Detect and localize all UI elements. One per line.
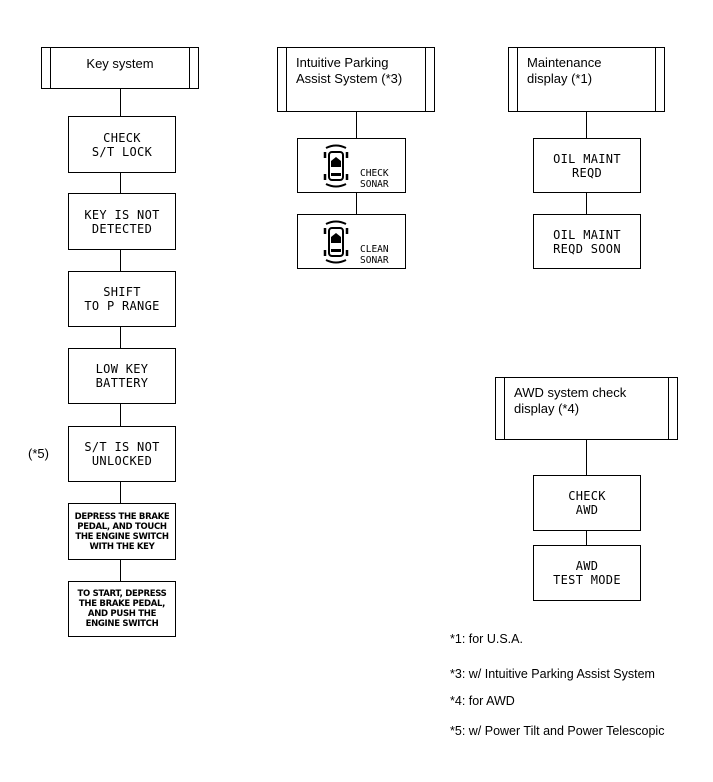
message-text: CHECK AWD [568, 489, 606, 517]
message-st-not-unlocked: S/T IS NOT UNLOCKED [68, 426, 176, 482]
message-text: SHIFT TO P RANGE [84, 285, 160, 313]
message-check-awd: CHECK AWD [533, 475, 641, 531]
message-text: KEY IS NOT DETECTED [84, 207, 160, 236]
footnote: *3: w/ Intuitive Parking Assist System [450, 667, 655, 681]
connector-line [120, 404, 121, 426]
connector-line [586, 440, 587, 475]
maintenance-header-label: Maintenance display (*1) [527, 55, 602, 86]
maintenance-header: Maintenance display (*1) [508, 47, 665, 112]
message-text: S/T IS NOT UNLOCKED [84, 440, 160, 468]
connector-line [120, 89, 121, 116]
connector-line [356, 193, 357, 214]
message-key-not-detected: KEY IS NOT DETECTED [68, 193, 176, 250]
message-low-key-battery: LOW KEY BATTERY [68, 348, 176, 404]
power-tilt-note: (*5) [28, 446, 49, 461]
parking-assist-header-label: Intuitive Parking Assist System (*3) [296, 55, 403, 86]
awd-header-label: AWD system check display (*4) [514, 385, 627, 416]
message-text: CHECK S/T LOCK [91, 130, 153, 159]
message-text: OIL MAINT REQD SOON [553, 227, 621, 256]
message-oil-maint-reqd-soon: OIL MAINT REQD SOON [533, 214, 641, 269]
key-system-header: Key system [41, 47, 199, 89]
message-check-st-lock: CHECK S/T LOCK [68, 116, 176, 173]
message-text: LOW KEY BATTERY [95, 362, 149, 390]
message-text: CLEAN SONAR [360, 244, 389, 266]
message-oil-maint-reqd: OIL MAINT REQD [533, 138, 641, 193]
key-system-header-label: Key system [86, 56, 154, 71]
message-text: DEPRESS THE BRAKE PEDAL, AND TOUCH THE E… [74, 511, 170, 552]
footnote: *1: for U.S.A. [450, 632, 523, 646]
message-text: CHECK SONAR [360, 168, 389, 190]
message-to-start: TO START, DEPRESS THE BRAKE PEDAL, AND P… [68, 581, 176, 637]
message-check-sonar: CHECK SONAR [297, 138, 406, 193]
message-text: AWD TEST MODE [553, 559, 621, 587]
message-text: OIL MAINT REQD [553, 151, 621, 180]
connector-line [120, 173, 121, 193]
connector-line [120, 560, 121, 581]
message-awd-test-mode: AWD TEST MODE [533, 545, 641, 601]
message-clean-sonar: CLEAN SONAR [297, 214, 406, 269]
connector-line [586, 531, 587, 545]
footnote: *5: w/ Power Tilt and Power Telescopic [450, 724, 665, 738]
message-text: TO START, DEPRESS THE BRAKE PEDAL, AND P… [77, 589, 167, 629]
message-depress-brake-touch: DEPRESS THE BRAKE PEDAL, AND TOUCH THE E… [68, 503, 176, 560]
connector-line [356, 112, 357, 138]
awd-header: AWD system check display (*4) [495, 377, 678, 440]
parking-assist-header: Intuitive Parking Assist System (*3) [277, 47, 435, 112]
car-sonar-icon [323, 144, 349, 188]
message-shift-to-p: SHIFT TO P RANGE [68, 271, 176, 327]
connector-line [586, 112, 587, 138]
connector-line [586, 193, 587, 214]
car-sonar-icon [323, 220, 349, 264]
connector-line [120, 482, 121, 503]
connector-line [120, 250, 121, 271]
footnote: *4: for AWD [450, 694, 515, 708]
connector-line [120, 327, 121, 348]
